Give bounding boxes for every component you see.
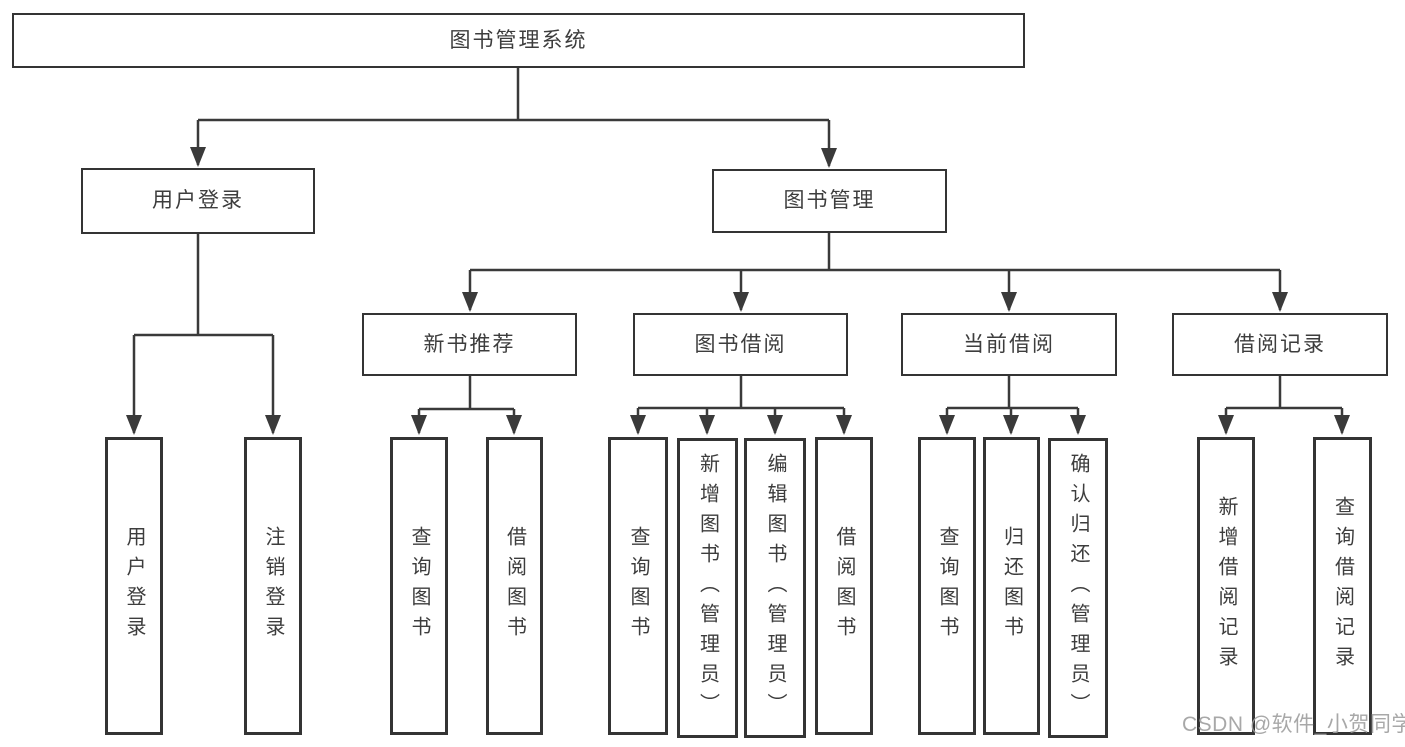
leaf-user-login: 用户登录 <box>105 437 163 735</box>
node-book-borrowing: 图书借阅 <box>633 313 848 376</box>
leaf-borrowing-query-books: 查询图书 <box>608 437 668 735</box>
node-user-login-label: 用户登录 <box>152 189 244 213</box>
leaf-borrowing-add-books-admin: 新增图书（管理员） <box>677 438 738 738</box>
leaf-current-query-books-label: 查询图书 <box>936 526 958 646</box>
leaf-newbook-borrow-books: 借阅图书 <box>486 437 543 735</box>
leaf-records-add-record: 新增借阅记录 <box>1197 437 1255 735</box>
leaf-user-login-label: 用户登录 <box>123 526 145 646</box>
leaf-current-return-books: 归还图书 <box>983 437 1040 735</box>
leaf-borrowing-borrow-books: 借阅图书 <box>815 437 873 735</box>
leaf-current-confirm-return-admin-label: 确认归还（管理员） <box>1067 453 1089 723</box>
leaf-borrowing-edit-books-admin: 编辑图书（管理员） <box>744 438 806 738</box>
node-root-system-label: 图书管理系统 <box>449 28 588 52</box>
node-borrow-records: 借阅记录 <box>1172 313 1388 376</box>
node-new-book-recommend: 新书推荐 <box>362 313 577 376</box>
node-borrow-records-label: 借阅记录 <box>1234 332 1326 356</box>
leaf-borrowing-edit-books-admin-label: 编辑图书（管理员） <box>764 453 786 723</box>
leaf-borrowing-borrow-books-label: 借阅图书 <box>833 526 855 646</box>
leaf-current-query-books: 查询图书 <box>918 437 976 735</box>
node-new-book-recommend-label: 新书推荐 <box>423 332 516 356</box>
leaf-newbook-borrow-books-label: 借阅图书 <box>503 526 526 646</box>
csdn-watermark: CSDN @软件_小贺同学 <box>1182 713 1405 736</box>
leaf-logout: 注销登录 <box>244 437 302 735</box>
node-current-borrowing: 当前借阅 <box>901 313 1117 376</box>
node-book-management-label: 图书管理 <box>783 189 876 213</box>
node-current-borrowing-label: 当前借阅 <box>963 332 1055 356</box>
node-root-system: 图书管理系统 <box>12 13 1025 68</box>
leaf-newbook-query-books: 查询图书 <box>390 437 448 735</box>
node-user-login: 用户登录 <box>81 168 315 234</box>
leaf-current-return-books-label: 归还图书 <box>1000 526 1023 646</box>
leaf-newbook-query-books-label: 查询图书 <box>408 526 430 646</box>
leaf-borrowing-query-books-label: 查询图书 <box>627 526 649 646</box>
leaf-records-query-record-label: 查询借阅记录 <box>1331 496 1354 676</box>
leaf-logout-label: 注销登录 <box>262 526 284 646</box>
node-book-borrowing-label: 图书借阅 <box>694 332 787 356</box>
leaf-records-query-record: 查询借阅记录 <box>1313 437 1372 735</box>
leaf-current-confirm-return-admin: 确认归还（管理员） <box>1048 438 1108 738</box>
leaf-borrowing-add-books-admin-label: 新增图书（管理员） <box>696 453 719 723</box>
node-book-management: 图书管理 <box>712 169 947 233</box>
leaf-records-add-record-label: 新增借阅记录 <box>1215 496 1237 676</box>
